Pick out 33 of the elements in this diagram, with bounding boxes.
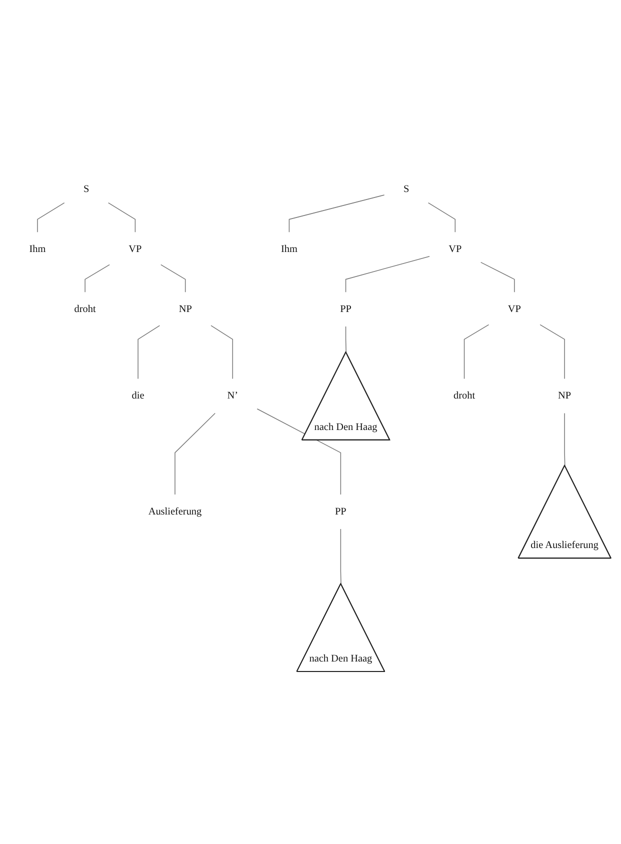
connector [160,264,186,293]
node-text: die [132,390,144,402]
node-text: VP [508,304,521,315]
connector [340,528,342,585]
node-text: Ihm [29,244,46,255]
node-text: droht [74,304,96,315]
connector [174,413,216,496]
connector [540,324,565,380]
node-text: N’ [227,390,238,402]
connector [428,202,456,233]
connector [345,256,430,293]
connector [256,408,342,496]
node-text: NP [558,390,572,402]
node-text: VP [448,244,462,255]
node-text: Auslieferung [148,506,202,518]
connector [138,325,160,380]
connector [210,325,234,380]
connector [84,264,110,293]
connector [37,202,65,233]
node-text: droht [454,390,476,402]
connector [480,262,515,293]
connector [464,324,490,380]
node-text: PP [335,506,346,518]
node-text: NP [178,304,192,315]
connector [345,326,346,353]
connector [108,202,136,233]
node-text: VP [128,244,142,255]
node-text: PP [340,304,352,315]
connector [564,413,566,466]
node-text: Ihm [280,244,298,255]
connector [288,194,385,233]
node-text: S [403,184,410,195]
node-text: S [84,184,90,195]
